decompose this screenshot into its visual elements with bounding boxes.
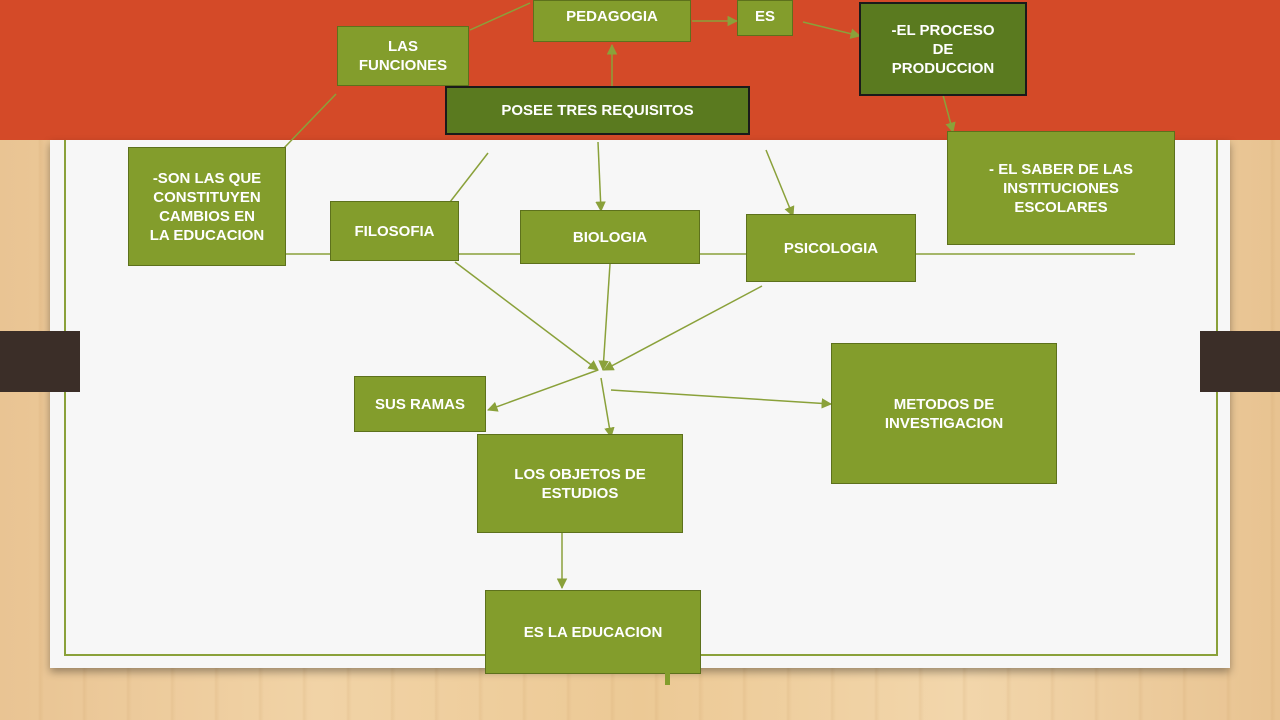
node-psicologia-label: PSICOLOGIA [783,240,879,257]
node-pedagogia-label: PEDAGOGIA [566,8,658,25]
connector-hub-metodos [610,389,833,409]
node-proceso-label: -EL PROCESO DE PRODUCCION [891,21,995,77]
node-saber-label: - EL SABER DE LAS INSTITUCIONES ESCOLARE… [989,161,1133,216]
connector-hub-objetos [600,377,615,439]
node-es-label: ES [754,8,775,25]
connector-funciones-pedagogia [469,2,531,31]
connector-requisitos-psicologia [765,149,795,217]
node-es: ES [737,0,793,36]
node-metodos-investigacion: METODOS DE INVESTIGACION [831,343,1057,484]
node-metodos-label: METODOS DE INVESTIGACION [884,395,1004,432]
node-son-label: -SON LAS QUE CONSTITUYEN CAMBIOS EN LA E… [149,169,265,244]
node-objetos-estudios: LOS OBJETOS DE ESTUDIOS [477,434,683,533]
connector-psicologia-hub [603,285,763,371]
node-educacion-label: ES LA EDUCACION [523,623,663,641]
node-educacion-tick [665,673,670,685]
node-filosofia-label: FILOSOFIA [354,223,435,240]
node-las-funciones: LAS FUNCIONES [337,26,469,86]
connector-requisitos-filosofia [449,152,489,203]
node-proceso-produccion: -EL PROCESO DE PRODUCCION [859,2,1027,96]
node-ramas-label: SUS RAMAS [374,395,465,413]
left-strap [0,331,80,392]
connector-funciones-son [283,93,337,149]
node-es-la-educacion: ES LA EDUCACION [485,590,701,674]
connector-hub-ramas [487,369,599,412]
node-filosofia: FILOSOFIA [330,201,459,261]
node-requisitos-label: POSEE TRES REQUISITOS [501,102,694,119]
node-pedagogia: PEDAGOGIA [533,0,691,42]
connector-biologia-hub [598,263,611,372]
connector-es-proceso [802,21,862,39]
node-objetos-label: LOS OBJETOS DE ESTUDIOS [514,465,646,502]
node-biologia: BIOLOGIA [520,210,700,264]
node-son-las-que: -SON LAS QUE CONSTITUYEN CAMBIOS EN LA E… [128,147,286,266]
node-sus-ramas: SUS RAMAS [354,376,486,432]
node-posee-tres-requisitos: POSEE TRES REQUISITOS [445,86,750,135]
node-saber-instituciones: - EL SABER DE LAS INSTITUCIONES ESCOLARE… [947,131,1175,245]
right-strap [1200,331,1280,392]
node-psicologia: PSICOLOGIA [746,214,916,282]
connector-requisitos-biologia [595,141,606,213]
connector-proceso-saber [942,94,956,134]
node-biologia-label: BIOLOGIA [572,228,648,246]
connector-filosofia-hub [454,261,599,371]
node-funciones-label: LAS FUNCIONES [358,38,448,74]
